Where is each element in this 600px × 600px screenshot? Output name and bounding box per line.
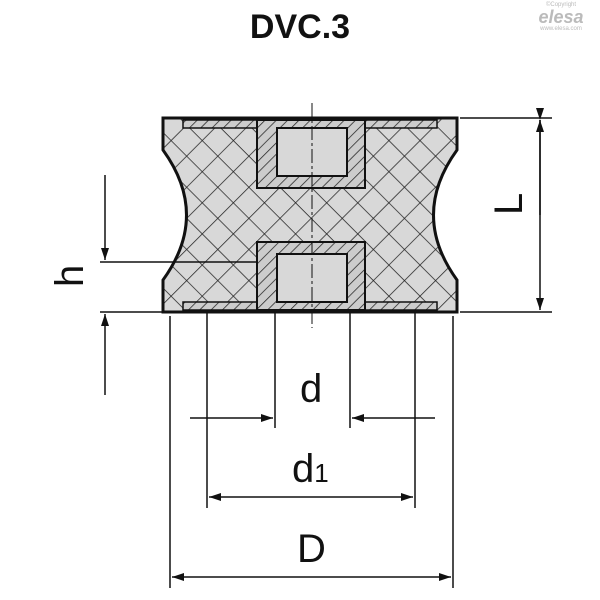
- dimension-lines: [100, 108, 552, 588]
- product-title: DVC.3: [249, 8, 351, 46]
- dim-label-L: L: [487, 193, 531, 215]
- logo-url: www.elesa.com: [540, 26, 582, 32]
- dim-label-h: h: [48, 265, 92, 287]
- dim-label-D: D: [297, 527, 326, 571]
- copyright-text: ©Copyright: [545, 2, 577, 8]
- logo-name: elesa: [538, 7, 584, 27]
- rubber-body: [161, 116, 459, 314]
- dim-label-d1: d1: [292, 447, 329, 491]
- dim-label-d: d: [300, 367, 322, 411]
- elesa-logo: ©Copyright elesa www.elesa.com: [530, 2, 592, 32]
